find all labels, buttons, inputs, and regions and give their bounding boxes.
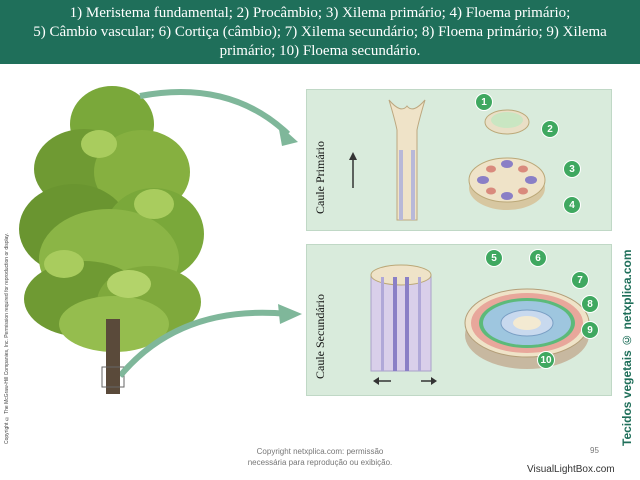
page-number: 95: [590, 446, 599, 455]
shoot-vascular-left: [399, 150, 403, 220]
primary-stem-illustration: [349, 99, 546, 221]
secondary-stem-stripe: [381, 277, 384, 371]
vascular-bundle: [525, 176, 537, 184]
vascular-bundle: [518, 187, 528, 195]
trunk-highlight-box: [101, 366, 125, 388]
footer-note-line-2: necessária para reprodução ou exibição.: [247, 458, 393, 467]
pith: [513, 316, 541, 330]
label-badge-1: 1: [475, 93, 493, 111]
label-badge-2: 2: [541, 120, 559, 138]
tree-stem-figure: Copyright © The McGraw-Hill Companies, I…: [0, 64, 640, 446]
vascular-bundle: [477, 176, 489, 184]
footer-note-line-1: Copyright netxplica.com: permissão: [256, 447, 384, 456]
copyright-vertical-text: Copyright © The McGraw-Hill Companies, I…: [4, 233, 10, 444]
vascular-bundle: [486, 187, 496, 195]
primary-stem-panel: Caule Primário 1 2 3 4: [306, 89, 612, 231]
label-badge-10: 10: [537, 351, 555, 369]
primary-cross-section-small-inner: [491, 112, 523, 128]
label-badge-4: 4: [563, 196, 581, 214]
secondary-stem-stripe: [418, 277, 421, 371]
label-badge-8: 8: [581, 295, 599, 313]
secondary-stem-stripe: [393, 277, 397, 371]
arrow-to-primary-head: [278, 124, 298, 146]
footer-copyright-note: Copyright netxplica.com: permissão neces…: [210, 446, 430, 468]
tree-trunk: [106, 319, 120, 394]
expansion-arrow-right-head: [431, 377, 437, 385]
slide-header: 1) Meristema fundamental; 2) Procâmbio; …: [0, 0, 640, 64]
secondary-stem-top: [370, 264, 432, 286]
arrow-to-secondary-head: [278, 304, 302, 324]
site-credit-link[interactable]: VisualLightBox.com: [527, 464, 615, 475]
vascular-bundle: [501, 160, 513, 168]
secondary-stem-illustration: [370, 264, 590, 385]
vascular-bundle: [518, 165, 528, 173]
header-line-3: primário; 10) Floema secundário.: [219, 42, 421, 59]
shoot-apex: [388, 99, 426, 221]
pointer-arrows: [120, 88, 302, 378]
vascular-bundle: [501, 192, 513, 200]
arrow-to-secondary: [120, 309, 289, 378]
arrow-to-primary: [139, 88, 291, 137]
watermark-vertical-text: Tecidos vegetais © netxplica.com: [620, 249, 634, 446]
tree-illustration: [19, 86, 204, 394]
header-line-2: 5) Câmbio vascular; 6) Cortiça (câmbio);…: [33, 23, 607, 40]
secondary-stem-stripe: [405, 277, 409, 371]
secondary-stem-panel: Caule Secundário 5 6 7 8 9 10: [306, 244, 612, 396]
label-badge-6: 6: [529, 249, 547, 267]
label-badge-5: 5: [485, 249, 503, 267]
label-badge-7: 7: [571, 271, 589, 289]
vascular-bundle: [486, 165, 496, 173]
growth-arrow-head: [349, 152, 357, 160]
label-badge-9: 9: [581, 321, 599, 339]
header-line-1: 1) Meristema fundamental; 2) Procâmbio; …: [69, 4, 571, 21]
expansion-arrow-left-head: [373, 377, 379, 385]
secondary-stem-segment: [370, 274, 432, 372]
shoot-vascular-right: [411, 150, 415, 220]
label-badge-3: 3: [563, 160, 581, 178]
